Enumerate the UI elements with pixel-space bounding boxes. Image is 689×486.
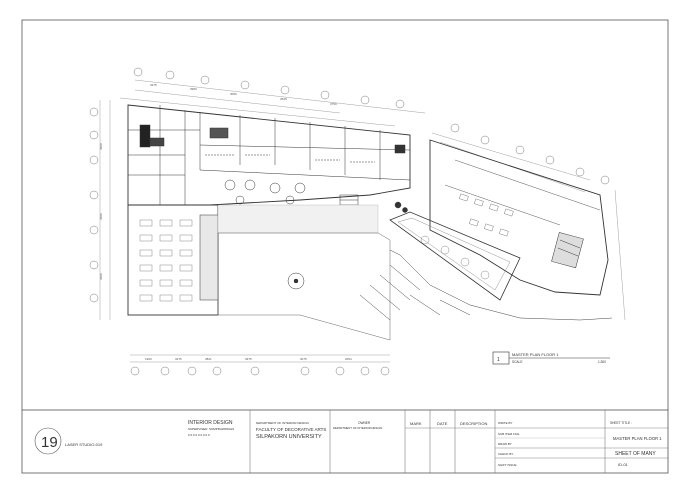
owner-value: DEPARTMENT OF INTERIOR DESIGN [333, 426, 382, 430]
plan-scale-label: SCALE [512, 360, 522, 364]
svg-text:3950: 3950 [190, 87, 197, 91]
svg-text:3600: 3600 [99, 213, 103, 220]
dining-hall [127, 204, 219, 316]
svg-text:3275: 3275 [150, 83, 157, 87]
top-dimension-lines [99, 79, 591, 363]
col-date: DATE [437, 421, 448, 426]
grid-bubbles-top [133, 67, 610, 185]
dimension-labels: 3275 3950 3050 3525 3750 1900 3475 3821 … [99, 83, 352, 361]
site-boundary [359, 249, 613, 321]
studio-name: LASER STUDIO-019 [65, 442, 103, 447]
pool-area [389, 201, 521, 301]
col-mark: MARK [410, 421, 422, 426]
svg-text:3600: 3600 [99, 143, 103, 150]
sheet-title-label: SHEET TITLE : [610, 421, 632, 425]
svg-text:2064: 2064 [345, 357, 352, 361]
svg-text:3525: 3525 [280, 97, 287, 101]
logo-circle [34, 427, 62, 455]
col-description: DESCRIPTION [460, 421, 487, 426]
student-name: SUPERVISED: SOMPRAWRINGS [188, 427, 234, 431]
department: DEPARTMENT OF INTERIOR DESIGN [256, 421, 309, 425]
north-wing [127, 104, 411, 221]
owner-label: OWNER [358, 421, 371, 425]
east-wing [429, 139, 609, 296]
student-id: 0 0 0 0 0 0 0 0 0 [188, 433, 210, 437]
plaza-area [217, 204, 391, 341]
title-block: 19 LASER STUDIO-019 INTERIOR DESIGN SUPE… [22, 409, 668, 473]
sheet-title: MASTER PLAN FLOOR 1 [613, 436, 662, 441]
meta-row-3: DRAW BY [498, 442, 512, 446]
plan-scale-value: 1:300 [598, 360, 606, 364]
meta-row-1: WRITE BY [498, 421, 513, 425]
meta-row-5: SHIFT ISSUE [498, 463, 516, 467]
floor-plan [89, 67, 626, 376]
svg-text:3050: 3050 [230, 92, 237, 96]
svg-text:3750: 3750 [330, 102, 337, 106]
meta-row-2: SUB ITEM FILE [498, 432, 519, 436]
sheet-of: SHEET OF MANY [615, 451, 656, 457]
grid-bubbles-bottom [130, 366, 390, 376]
plan-number: 1 [497, 357, 500, 363]
svg-text:3600: 3600 [99, 273, 103, 280]
faculty: FACULTY OF DECORATIVE ARTS [256, 427, 326, 432]
grid-bubbles-left [89, 107, 99, 303]
university: SILPAKORN UNIVERSITY [256, 434, 322, 440]
svg-text:3821: 3821 [205, 357, 212, 361]
program-title: INTERIOR DESIGN [188, 420, 233, 426]
sheet-number: ID-01 [618, 462, 629, 467]
svg-text:3975: 3975 [245, 357, 252, 361]
logo-number: 19 [41, 434, 58, 451]
right-dimension-lines [614, 189, 626, 321]
svg-text:1900: 1900 [145, 357, 152, 361]
svg-text:3475: 3475 [175, 357, 182, 361]
svg-text:3075: 3075 [300, 357, 307, 361]
plan-caption: 1 MASTER PLAN FLOOR 1 SCALE 1:300 [492, 351, 610, 365]
plan-title: MASTER PLAN FLOOR 1 [512, 352, 559, 357]
sheet-border [21, 19, 669, 474]
meta-row-4: CHECK BY [498, 452, 513, 456]
